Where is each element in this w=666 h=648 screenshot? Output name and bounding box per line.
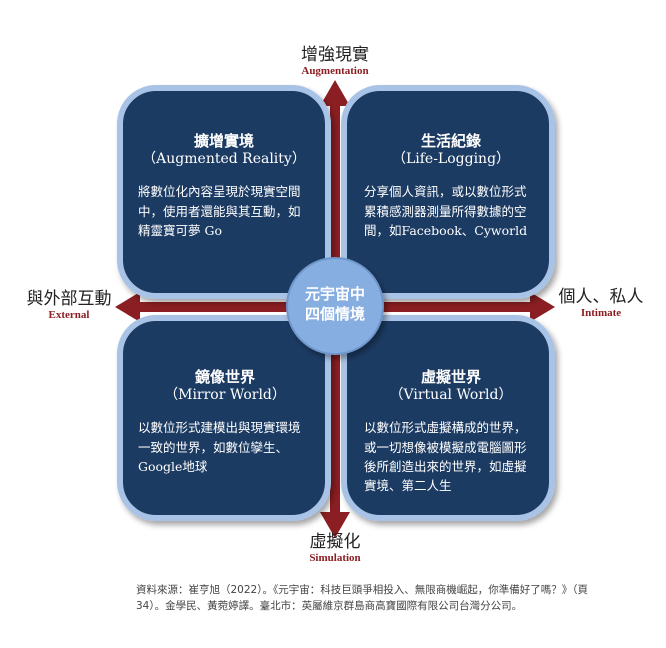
quadrant-augmented-reality: 擴增實境 （Augmented Reality） 將數位化內容呈現於現實空間中，… xyxy=(138,132,310,240)
quadrant-subtitle: （Mirror World） xyxy=(164,386,286,403)
axis-left-en: External xyxy=(48,308,90,321)
quadrant-mirror-world: 鏡像世界 （Mirror World） 以數位形式建模出與現實環境一致的世界，如… xyxy=(138,368,312,476)
center-label: 元宇宙中 四個情境 xyxy=(293,284,377,325)
center-line-2: 四個情境 xyxy=(304,305,365,324)
quadrant-subtitle: （Virtual World） xyxy=(389,386,513,403)
axis-top-en: Augmentation xyxy=(301,64,369,77)
quadrant-subtitle: （Life-Logging） xyxy=(391,150,511,167)
source-citation: 資料來源：崔亨旭（2022）。《元宇宙：科技巨頭爭相投入、無限商機崛起，你準備好… xyxy=(136,584,588,612)
axis-bottom-en: Simulation xyxy=(309,551,361,564)
axis-label-left: 與外部互動 External xyxy=(14,290,124,321)
quadrant-bottom-left-box xyxy=(117,315,331,521)
quadrant-subtitle: （Augmented Reality） xyxy=(142,150,306,167)
quadrant-title: 擴增實境 xyxy=(193,132,254,150)
center-circle xyxy=(286,257,384,355)
center-line-1: 元宇宙中 xyxy=(304,285,365,303)
quadrant-title: 生活紀錄 xyxy=(420,132,481,150)
axis-right-zh: 個人、私人 xyxy=(558,287,644,307)
axis-label-top: 增強現實 Augmentation xyxy=(270,46,400,77)
quadrant-bottom-right-box xyxy=(341,315,555,521)
axis-left-zh: 與外部互動 xyxy=(26,289,112,309)
quadrant-description: 分享個人資訊，或以數位形式累積感測器測量所得數據的空間，如Facebook、Cy… xyxy=(364,184,528,238)
axis-label-right: 個人、私人 Intimate xyxy=(548,288,654,319)
quadrant-title: 鏡像世界 xyxy=(194,368,255,386)
quadrant-top-right-box xyxy=(341,85,555,299)
quadrant-top-left-box xyxy=(117,85,331,299)
axis-top-zh: 增強現實 xyxy=(301,45,369,65)
quadrant-title: 虛擬世界 xyxy=(420,368,481,386)
axis-bottom-zh: 虛擬化 xyxy=(309,532,361,552)
quadrant-description: 以數位形式虛擬構成的世界，或一切想像被模擬成電腦圖形後所創造出來的世界，如虛擬實… xyxy=(364,420,527,494)
axis-label-bottom: 虛擬化 Simulation xyxy=(270,533,400,564)
quadrant-description: 將數位化內容呈現於現實空間中，使用者還能與其互動，如精靈寶可夢 Go xyxy=(138,184,301,238)
axis-right-en: Intimate xyxy=(580,306,622,319)
quadrant-virtual-world: 虛擬世界 （Virtual World） 以數位形式虛擬構成的世界，或一切想像被… xyxy=(364,368,538,496)
quadrant-life-logging: 生活紀錄 （Life-Logging） 分享個人資訊，或以數位形式累積感測器測量… xyxy=(364,132,538,240)
quadrant-description: 以數位形式建模出與現實環境一致的世界，如數位孿生、Google地球 xyxy=(138,420,301,474)
